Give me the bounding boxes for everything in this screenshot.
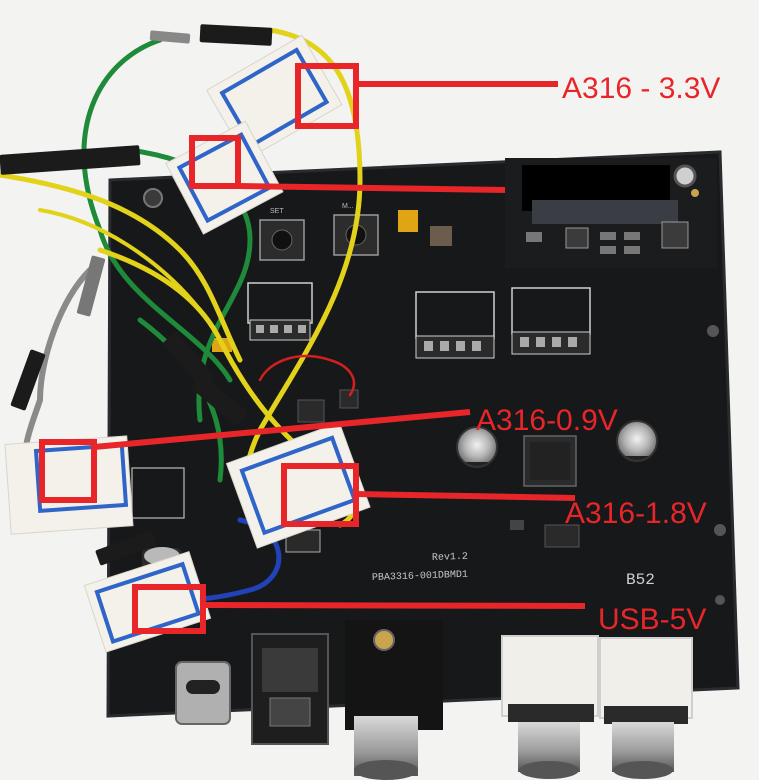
ic-small (339, 389, 359, 409)
box-0v9 (39, 439, 97, 503)
optical-jack (251, 633, 329, 745)
rca-jack-black (345, 620, 443, 780)
pcb-board (108, 152, 738, 716)
header-block-middle (415, 291, 495, 359)
annotation-label-5v: USB-5V (598, 603, 707, 636)
tape-label-left (4, 435, 134, 535)
module-label-plate (532, 200, 678, 224)
module-inductor (661, 221, 689, 249)
silk-rev: Rev1.2 (432, 552, 468, 564)
leader-3v3-b (237, 183, 506, 193)
annotation-label-1v8: A316-1.8V (565, 497, 707, 530)
header-block-left (247, 282, 313, 341)
leader-0v9 (93, 409, 471, 450)
ic-small (297, 399, 325, 423)
mounting-hole (707, 325, 719, 337)
rca-jack-white-left (501, 635, 599, 779)
mounting-hole (715, 595, 725, 605)
silk-switch-2: M... (342, 203, 354, 210)
smd-inductor (430, 226, 452, 246)
main-ic (523, 435, 577, 487)
wire-red (258, 354, 356, 397)
box-5v (132, 584, 206, 634)
box-3v3 (295, 63, 359, 129)
electrolytic-cap-right (616, 420, 658, 462)
ic-secondary (544, 524, 580, 548)
silk-switch-set: SET (270, 208, 284, 215)
dupont-connectors (0, 24, 273, 566)
leader-5v (202, 602, 586, 609)
mounting-hole (714, 524, 726, 536)
annotation-label-3v3: A316 - 3.3V (562, 72, 721, 105)
annotations (39, 63, 586, 634)
silk-mark: B52 (626, 571, 655, 589)
module-hole (673, 164, 697, 188)
tape-labels (4, 34, 371, 653)
power-module (505, 158, 717, 268)
module-inductor (565, 227, 589, 249)
switch-set (259, 219, 305, 261)
tape-label-upper (165, 120, 284, 235)
rca-jack-white-right (599, 637, 693, 779)
mounting-hole (143, 188, 163, 208)
silk-block (131, 467, 185, 519)
silk-model: PBA3316-001DBMD1 (372, 570, 468, 584)
usb-c-port (175, 661, 231, 725)
header-block-right (511, 287, 591, 355)
annotation-label-0v9: A316-0.9V (476, 404, 618, 437)
smd-part (510, 520, 524, 530)
leader-1v8 (355, 491, 576, 501)
tantalum-cap (398, 210, 418, 232)
box-3v3-b (189, 135, 241, 189)
electrolytic-cap-left (456, 426, 498, 468)
wire-yellow-left (0, 172, 243, 363)
